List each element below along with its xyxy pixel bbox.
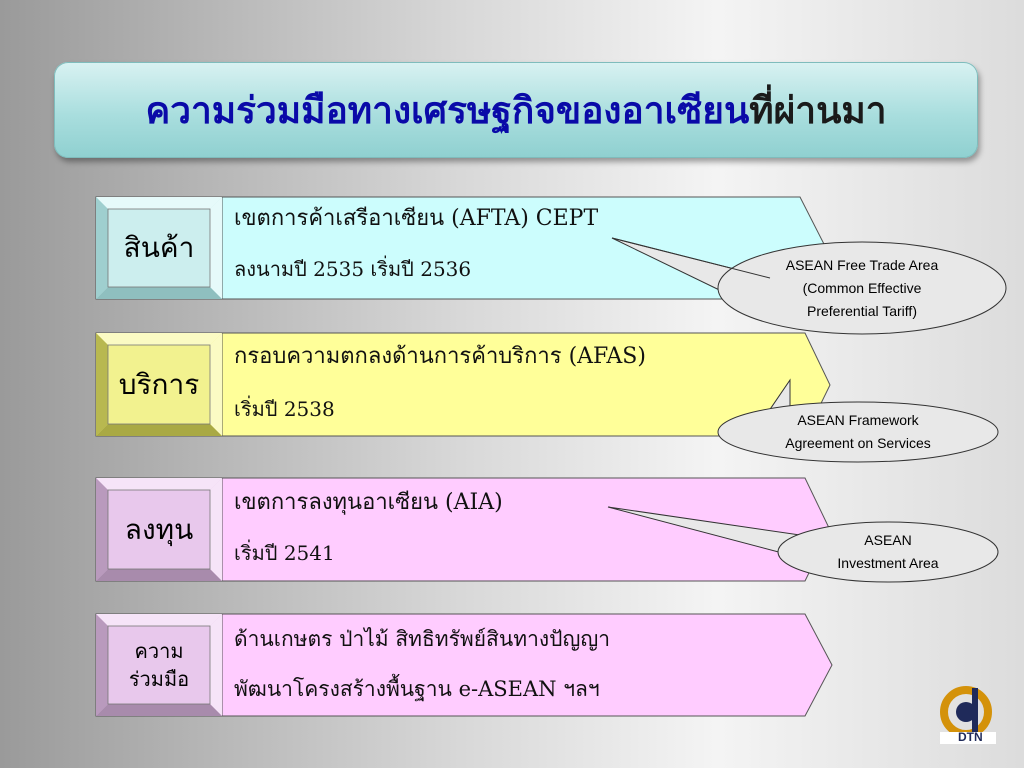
services-line1: กรอบความตกลงด้านการค้าบริการ (AFAS) [234, 344, 646, 369]
bevel-box-cooperation [95, 613, 223, 717]
logo-text: DTN [958, 730, 983, 744]
callout-afas-text: ASEAN Framework Agreement on Services [728, 409, 988, 455]
cooperation-line2: พัฒนาโครงสร้างพื้นฐาน e-ASEAN ฯลฯ [234, 677, 600, 701]
goods-line1: เขตการค้าเสรีอาเซียน (AFTA) CEPT [234, 206, 599, 231]
investment-line1: เขตการลงทุนอาเซียน (AIA) [234, 490, 503, 515]
callout-aia [607, 506, 999, 583]
goods-line2: ลงนามปี 2535 เริ่มปี 2536 [234, 257, 472, 281]
callout-afas [717, 378, 999, 463]
bevel-box-services [95, 332, 223, 437]
callout-afas-line2: Agreement on Services [785, 435, 931, 451]
cooperation-line1: ด้านเกษตร ป่าไม้ สิทธิทรัพย์สินทางปัญญา [234, 627, 611, 651]
callout-afta-line1: ASEAN Free Trade Area [785, 257, 939, 273]
title-suffix: ที่ผ่านมา [749, 87, 887, 132]
bevel-box-investment [95, 477, 223, 582]
label-cooperation-line1: ความ [134, 639, 184, 663]
title-main: ความร่วมมือทางเศรษฐกิจของอาเซียน [145, 87, 750, 132]
callout-aia-line1: ASEAN [864, 532, 912, 548]
callout-afta-line3: Preferential Tariff) [807, 303, 917, 319]
callout-afta-line2: (Common Effective [802, 280, 922, 296]
callout-afta [611, 237, 1007, 335]
slide-title: ความร่วมมือทางเศรษฐกิจของอาเซียนที่ผ่านม… [54, 62, 978, 158]
label-cooperation-line2: ร่วมมือ [128, 667, 190, 691]
callout-aia-line2: Investment Area [837, 555, 939, 571]
dtn-logo-icon: DTN [938, 684, 998, 746]
label-cooperation: ความ ร่วมมือ [108, 626, 210, 704]
bevel-box-goods [95, 196, 223, 300]
label-investment: ลงทุน [124, 512, 194, 546]
investment-line2: เริ่มปี 2541 [234, 541, 335, 565]
callout-afas-line1: ASEAN Framework [797, 412, 919, 428]
label-goods: สินค้า [123, 231, 195, 264]
callout-aia-text: ASEAN Investment Area [788, 529, 988, 575]
label-services: บริการ [118, 367, 200, 401]
callout-afta-text: ASEAN Free Trade Area (Common Effective … [732, 254, 992, 323]
services-line2: เริ่มปี 2538 [234, 397, 335, 421]
